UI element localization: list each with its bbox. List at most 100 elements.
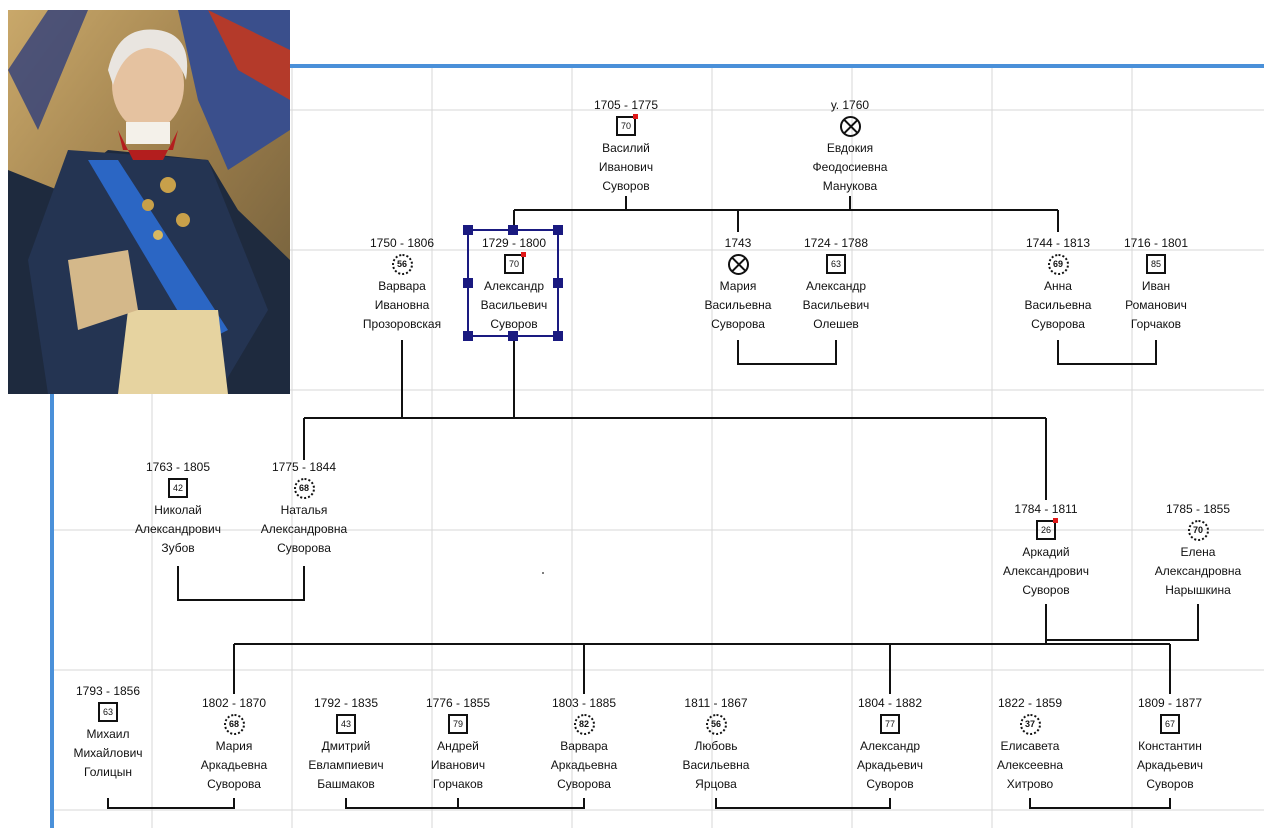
person-name-line: Михаил — [86, 727, 130, 741]
male-square-icon: 79 — [448, 714, 468, 734]
person-name-line: Алексеевна — [996, 758, 1064, 772]
relationship-lines — [107, 196, 1199, 809]
person-name-line: Александрович — [134, 522, 222, 536]
female-circle-icon: 69 — [1047, 254, 1069, 275]
person-name-line: Василий — [602, 141, 650, 155]
age-label: 79 — [452, 719, 463, 729]
person-name-line: Суворова — [277, 541, 331, 555]
resize-handle[interactable] — [463, 331, 473, 341]
person-years: 1792 - 1835 — [313, 696, 379, 710]
person-name-line: Александр — [805, 279, 867, 293]
resize-handle[interactable] — [553, 225, 563, 235]
age-label: 43 — [340, 719, 351, 729]
person-name-line: Александр — [483, 279, 545, 293]
female-circle-icon: 82 — [573, 714, 595, 735]
person-name-line: Мария — [215, 739, 253, 753]
person-years: 1793 - 1856 — [75, 684, 141, 698]
red-flag-icon — [1053, 518, 1058, 523]
age-label: 63 — [830, 259, 841, 269]
resize-handle[interactable] — [508, 331, 518, 341]
person-symbol: 56 — [342, 254, 462, 276]
person-name-line: Иван — [1141, 279, 1171, 293]
person-years: 1744 - 1813 — [1025, 236, 1091, 250]
resize-handle[interactable] — [463, 225, 473, 235]
person-name-line: Мария — [719, 279, 757, 293]
person-symbol: 70 — [454, 252, 574, 276]
age-label: 26 — [1040, 525, 1051, 535]
person-name-line: Суворова — [711, 317, 765, 331]
person-name-line: Васильевич — [802, 298, 870, 312]
age-label: 70 — [620, 121, 631, 131]
person-name-line: Суворов — [1146, 777, 1194, 791]
resize-handle[interactable] — [553, 331, 563, 341]
person-name-line: Аркадьевич — [856, 758, 924, 772]
person-name-line: Аркадьевич — [1136, 758, 1204, 772]
male-square-icon: 42 — [168, 478, 188, 498]
person-name-line: Горчаков — [432, 777, 484, 791]
person-symbol: 79 — [398, 714, 518, 736]
resize-handle[interactable] — [463, 278, 473, 288]
person-name-line: Нарышкина — [1165, 583, 1231, 597]
male-square-icon: 63 — [826, 254, 846, 274]
age-label: 42 — [172, 483, 183, 493]
selection-handles[interactable] — [463, 225, 563, 341]
person-symbol: 63 — [776, 254, 896, 276]
person-name-line: Аркадий — [1022, 545, 1070, 559]
person-symbol: 63 — [48, 702, 168, 724]
male-square-icon: 67 — [1160, 714, 1180, 734]
person-name-line: Суворова — [207, 777, 261, 791]
person-symbol: 68 — [174, 714, 294, 736]
person-years: 1803 - 1885 — [551, 696, 617, 710]
portrait-painting-icon — [8, 10, 290, 394]
person-symbol: 43 — [286, 714, 406, 736]
person-name-line: Суворов — [866, 777, 914, 791]
person-name-line: Иванович — [430, 758, 486, 772]
resize-handle[interactable] — [508, 225, 518, 235]
person-years: 1822 - 1859 — [997, 696, 1063, 710]
unknown-cross-icon — [727, 254, 749, 275]
person-symbol — [790, 116, 910, 138]
male-square-icon: 70 — [504, 252, 526, 274]
person-name-line: Васильевна — [704, 298, 772, 312]
person-name-line: Анна — [1044, 279, 1072, 293]
female-circle-icon: 68 — [223, 714, 245, 735]
person-symbol: 37 — [970, 714, 1090, 736]
person-symbol: 85 — [1096, 254, 1216, 276]
person-symbol: 82 — [524, 714, 644, 736]
person-years: 1804 - 1882 — [857, 696, 923, 710]
person-name-line: Суворов — [602, 179, 650, 193]
person-symbol: 70 — [1138, 520, 1258, 542]
male-square-icon: 26 — [1036, 518, 1058, 540]
age-label: 77 — [884, 719, 895, 729]
person-name-line: Александровна — [260, 522, 348, 536]
unknown-cross-icon — [839, 116, 861, 137]
person-name-line: Варвара — [560, 739, 608, 753]
female-circle-icon: 56 — [391, 254, 413, 275]
person-name-line: Михайлович — [73, 746, 143, 760]
resize-handle[interactable] — [553, 278, 563, 288]
age-label: 70 — [508, 259, 519, 269]
male-square-icon: 63 — [98, 702, 118, 722]
person-name-line: Васильевич — [480, 298, 548, 312]
